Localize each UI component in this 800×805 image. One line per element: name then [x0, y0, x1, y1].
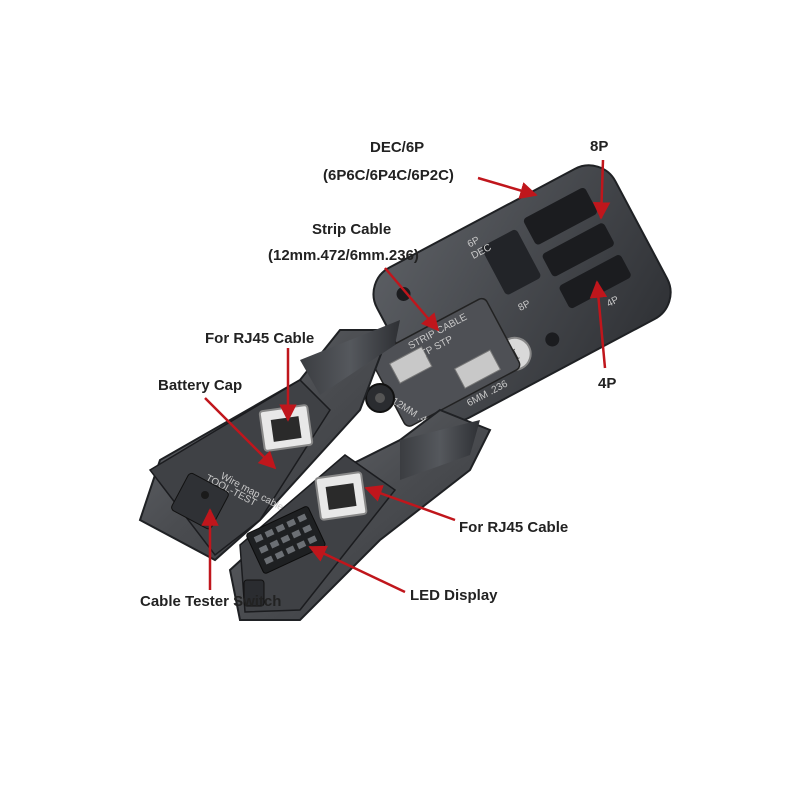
- right-handle: [228, 408, 492, 621]
- label-dec-6p-sub: (6P6C/6P4C/6P2C): [323, 167, 454, 184]
- led-display-panel: [246, 506, 326, 574]
- arrow-led-display: [308, 545, 406, 594]
- annotation-arrows: [201, 159, 611, 594]
- arrow-rj45-mid: [364, 485, 456, 522]
- left-handle: TOOL-TEST Wire map cable tester: [138, 320, 400, 562]
- arrow-4p: [589, 280, 608, 369]
- engraving-6p: 6P: [466, 235, 482, 251]
- engraving-8p: 8P: [517, 298, 533, 314]
- label-8p: 8P: [590, 138, 609, 155]
- tester-switch: [243, 579, 265, 607]
- arrow-battery-cap: [204, 397, 277, 470]
- engraving-4p: 4P: [605, 294, 621, 310]
- arrow-8p: [592, 159, 611, 220]
- label-rj45-mid: For RJ45 Cable: [459, 519, 569, 536]
- arrow-strip-cable: [384, 267, 440, 332]
- label-rj45-top: For RJ45 Cable: [205, 330, 315, 347]
- label-dec-6p-title: DEC/6P: [370, 139, 425, 156]
- label-battery-cap: Battery Cap: [158, 377, 243, 394]
- label-strip-cable-sub: (12mm.472/6mm.236): [268, 247, 419, 264]
- label-4p: 4P: [598, 375, 617, 392]
- arrow-dec-6p: [477, 176, 538, 199]
- label-tester-switch: Cable Tester Switch: [140, 593, 282, 610]
- label-led-display: LED Display: [410, 587, 498, 604]
- label-strip-cable-title: Strip Cable: [312, 221, 392, 238]
